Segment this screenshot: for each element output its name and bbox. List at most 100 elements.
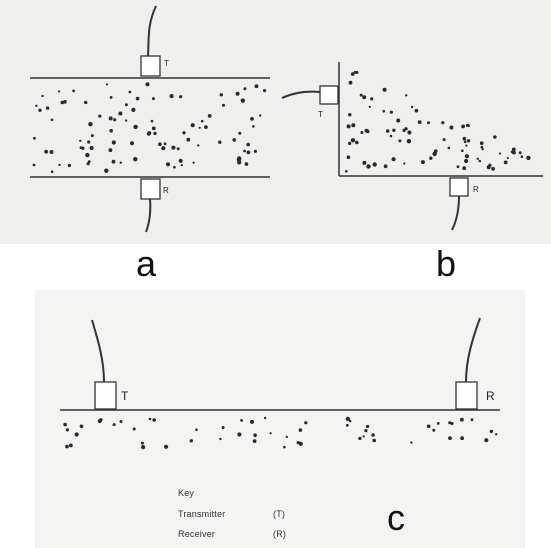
aggregate-particle [253,149,257,153]
aggregate-particle [240,419,244,422]
panel-c-transmitter: T [91,319,129,410]
aggregate-particle [488,163,492,167]
aggregate-particle [163,142,167,146]
panel-a-transmitter-tag: T [164,59,169,68]
aggregate-particle [364,429,368,433]
aggregate-particle [448,436,452,440]
aggregate-particle [495,433,498,436]
aggregate-particle [350,138,356,143]
aggregate-particle [104,168,109,173]
aggregate-particle [240,98,245,103]
aggregate-particle [79,424,84,429]
panel-b-receiver-body [449,177,469,197]
aggregate-particle [285,435,288,439]
panel-b-transmitter: T [281,85,339,119]
aggregate-particle [389,134,393,138]
aggregate-particle [420,160,425,165]
aggregate-particle [118,111,123,116]
aggregate-particle [450,421,454,426]
aggregate-particle [50,170,54,173]
aggregate-particle [489,429,494,434]
key-transmitter-label: Transmitter [178,509,226,519]
aggregate-particle [464,158,469,164]
aggregate-particle [207,114,212,118]
aggregate-particle [238,131,242,135]
aggregate-particle [382,87,387,92]
aggregate-particle [87,140,91,144]
aggregate-particle [389,110,393,114]
aggregate-particle [60,100,65,105]
aggregate-particle [372,162,377,167]
aggregate-particle [402,128,406,132]
aggregate-particle [165,162,171,167]
aggregate-particle [460,417,464,422]
aggregate-particle [254,84,259,89]
panel-a-transmitter-body [140,55,161,77]
aggregate-particle [65,444,69,449]
aggregate-particle [130,141,134,146]
aggregate-particle [232,138,236,142]
aggregate-particle [69,443,73,448]
aggregate-particle [429,156,433,160]
aggregate-particle [345,170,348,173]
aggregate-particle [350,72,355,76]
aggregate-particle [189,439,193,443]
aggregate-particle [465,144,468,147]
aggregate-particle [35,104,38,108]
aggregate-particle [410,105,414,109]
aggregate-particle [358,436,362,441]
aggregate-particle [146,132,151,136]
aggregate-particle [464,154,469,159]
aggregate-particle [88,122,93,127]
aggregate-particle [90,134,94,138]
aggregate-particle [263,89,267,93]
aggregate-particle [58,163,61,167]
aggregate-particle [406,139,412,144]
aggregate-particle [403,162,406,165]
aggregate-particle [221,426,225,429]
aggregate-particle [298,428,303,432]
aggregate-particle [304,421,308,425]
aggregate-particle [113,118,117,122]
panel-b-transmitter-cable [281,90,321,99]
aggregate-particle [503,160,508,165]
aggregate-particle [133,124,138,130]
aggregate-particle [355,140,359,145]
aggregate-particle [283,445,286,449]
panel-a-receiver-tag: R [163,186,169,195]
aggregate-particle [32,163,36,167]
aggregate-particle [176,147,180,151]
aggregate-particle [382,109,386,113]
panel-c-receiver-cable [465,317,481,383]
aggregate-particle [362,95,367,100]
aggregate-particle [526,155,531,161]
aggregate-particle [128,90,132,94]
aggregate-particle [111,140,116,145]
aggregate-particle [244,162,249,166]
aggregate-particle [173,165,176,169]
key-receiver-label: Receiver [178,529,216,539]
aggregate-particle [72,89,75,93]
aggregate-particle [49,150,54,154]
panel-b-label: b [436,243,457,284]
aggregate-particle [219,437,222,441]
panel-a-transmitter: T [140,5,169,77]
aggregate-particle [491,166,495,171]
panel-b-receiver: R [449,177,479,231]
panel-c-label: c [387,497,405,538]
aggregate-particle [456,165,460,169]
aggregate-particle [243,87,247,91]
aggregate-particle [253,433,257,438]
panel-a-receiver-cable [145,198,152,233]
panel-c-transmitter-tag: T [121,389,129,403]
aggregate-particle [197,144,200,147]
aggregate-particle [441,121,445,125]
aggregate-particle [74,432,79,437]
aggregate-particle [158,142,162,146]
panel-c-diagram: T R [60,317,500,450]
aggregate-particle [86,162,90,166]
aggregate-particle [97,419,102,424]
aggregate-particle [119,161,123,164]
panel-a-label: a [136,243,157,284]
aggregate-particle [518,151,522,155]
